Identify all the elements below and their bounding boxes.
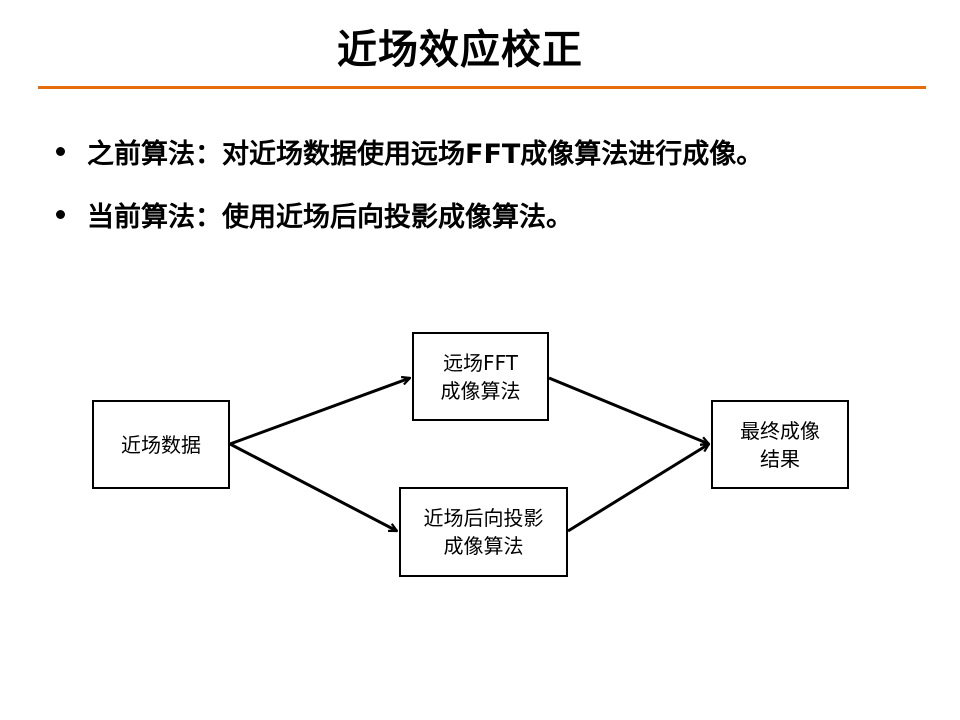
- node-label-line: 成像算法: [443, 534, 524, 558]
- node-label-line: 成像算法: [440, 378, 521, 403]
- node-label-line: 近场数据: [121, 432, 201, 457]
- arrow-source-to-backprojection: [229, 442, 397, 533]
- slide-title: 近场效应校正: [337, 27, 583, 73]
- bullet-text: 之前算法：对近场数据使用远场FFT成像算法进行成像。: [87, 138, 764, 170]
- arrow-source-to-fft: [229, 378, 410, 446]
- arrow-fft-to-result: [548, 376, 709, 444]
- node-label-line: 最终成像: [740, 418, 820, 443]
- node-near-field-data: 近场数据: [92, 400, 230, 489]
- title-divider: [38, 86, 926, 89]
- node-far-field-fft-algorithm: 远场FFT 成像算法: [412, 332, 549, 421]
- bullet-current-algorithm: 当前算法：使用近场后向投影成像算法。: [56, 191, 763, 237]
- node-label-line: 近场后向投影: [423, 506, 544, 530]
- bullet-dot-icon: [56, 146, 65, 156]
- node-final-imaging-result: 最终成像 结果: [711, 400, 849, 489]
- node-label-line: 远场FFT: [443, 350, 518, 375]
- bullet-previous-algorithm: 之前算法：对近场数据使用远场FFT成像算法进行成像。: [56, 128, 763, 174]
- bullet-list: 之前算法：对近场数据使用远场FFT成像算法进行成像。 当前算法：使用近场后向投影…: [56, 128, 763, 254]
- arrow-backprojection-to-result: [567, 444, 709, 533]
- node-near-field-backprojection-algorithm: 近场后向投影 成像算法: [399, 487, 568, 577]
- bullet-dot-icon: [56, 209, 65, 219]
- node-label-line: 结果: [760, 446, 800, 471]
- bullet-text: 当前算法：使用近场后向投影成像算法。: [87, 201, 573, 233]
